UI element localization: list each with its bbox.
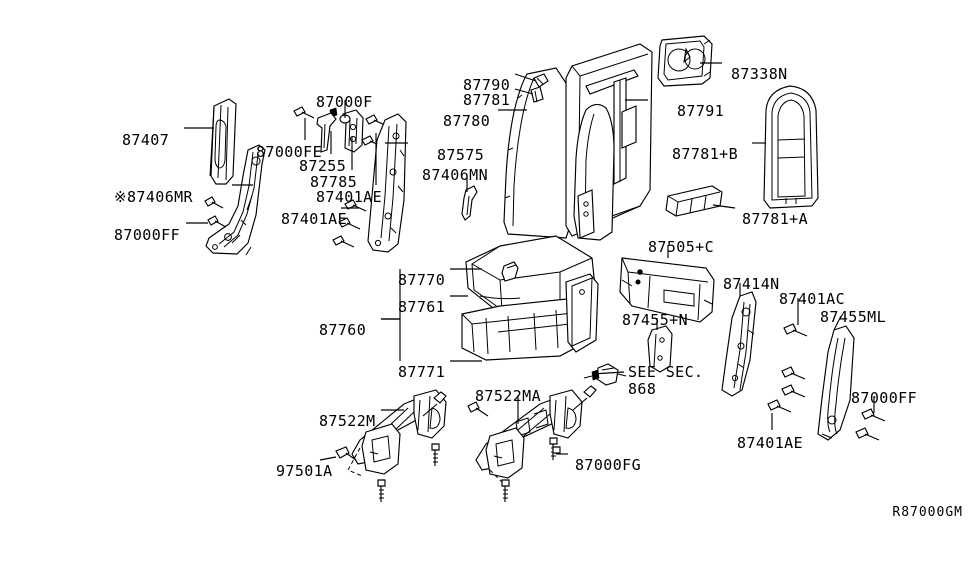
bolt-group-87401AC bbox=[767, 323, 808, 413]
label-see-sec: SEE SEC. bbox=[628, 363, 704, 381]
screw-87000FG bbox=[552, 446, 561, 454]
part-label-87000FG: 87000FG bbox=[575, 456, 642, 474]
part-label-87780: 87780 bbox=[443, 112, 491, 130]
part-87505C-side-cover bbox=[619, 257, 715, 323]
leader-line-87790 bbox=[514, 73, 537, 82]
part-label-87455ML: 87455ML bbox=[820, 308, 887, 326]
part-label-87401AC: 87401AC bbox=[779, 290, 846, 308]
part-label-87522MA: 87522MA bbox=[475, 387, 542, 405]
leader-bracket-87760 bbox=[381, 269, 401, 361]
part-label-87000FF-R: 87000FF bbox=[851, 389, 918, 407]
part-label-87791: 87791 bbox=[677, 102, 725, 120]
clip-87790 bbox=[533, 73, 549, 88]
part-87407-side-trim bbox=[209, 98, 237, 185]
part-87575-frame-side bbox=[367, 113, 407, 253]
part-87781A-pad-block bbox=[665, 185, 723, 217]
part-label-87505+C: 87505+C bbox=[648, 238, 715, 256]
part-87522MA-leg-right bbox=[467, 385, 597, 502]
clip-87781 bbox=[530, 86, 544, 103]
bolt-group-87000FF-right bbox=[855, 408, 886, 441]
part-87455ML-side-finisher bbox=[817, 325, 855, 441]
leader-line-87455ML bbox=[833, 315, 842, 331]
clip-87770 bbox=[501, 261, 519, 282]
part-87760-cushion-assembly bbox=[461, 235, 599, 361]
leader-lines bbox=[184, 62, 875, 461]
part-label-87501A: 97501A bbox=[276, 462, 333, 480]
part-label-87401AE-3: 87401AE bbox=[737, 434, 804, 452]
part-87255-hook bbox=[316, 112, 337, 153]
part-label-87781+A: 87781+A bbox=[742, 210, 809, 228]
part-label-87406MN: 87406MN bbox=[422, 166, 489, 184]
part-87455N-pad bbox=[647, 325, 673, 373]
part-label-87790: 87790 bbox=[463, 76, 511, 94]
part-87522M-leg-left bbox=[335, 389, 447, 502]
part-label-87575: 87575 bbox=[437, 146, 485, 164]
diagram-id-code: R87000GM bbox=[892, 505, 963, 520]
part-label-87414N: 87414N bbox=[723, 275, 780, 293]
part-label-87455+N: 87455+N bbox=[622, 311, 689, 329]
part-label-87781: 87781 bbox=[463, 91, 511, 109]
part-label-87770: 87770 bbox=[398, 271, 446, 289]
part-label-87000FF-L: 87000FF bbox=[114, 226, 181, 244]
part-label-87760: 87760 bbox=[319, 321, 367, 339]
part-87406MR-recliner bbox=[205, 144, 266, 256]
part-label-87406MR: ※87406MR bbox=[114, 188, 193, 206]
part-label-87000FE: 87000FE bbox=[256, 143, 323, 161]
part-87338N-headrest-guide bbox=[657, 35, 713, 87]
part-97501A-cap bbox=[335, 446, 357, 461]
part-label-87000F: 87000F bbox=[316, 93, 373, 111]
leader-line-87781 bbox=[514, 88, 534, 95]
part-label-87401AE-2: 87401AE bbox=[281, 210, 348, 228]
leader-line-87501A bbox=[319, 456, 337, 461]
part-label-87522M: 87522M bbox=[319, 412, 376, 430]
part-label-87255: 87255 bbox=[299, 157, 347, 175]
part-seatback-side-bolster bbox=[573, 103, 615, 241]
leader-line-87781+A bbox=[712, 204, 736, 209]
label-see-sec-number: 868 bbox=[628, 380, 657, 398]
part-87414N-side-bracket bbox=[721, 291, 757, 397]
part-label-87407: 87407 bbox=[122, 131, 170, 149]
part-87781B-trim-frame bbox=[763, 85, 819, 209]
part-label-87785: 87785 bbox=[310, 173, 358, 191]
bolt-group-left bbox=[204, 196, 227, 228]
part-label-87401AE-1: 87401AE bbox=[316, 188, 383, 206]
leader-line-see-sec bbox=[591, 371, 625, 375]
fastener-group-center-upper bbox=[293, 106, 388, 248]
part-label-87771: 87771 bbox=[398, 363, 446, 381]
clip-see-sec bbox=[583, 363, 627, 386]
part-87406MN-hook bbox=[461, 185, 478, 221]
part-label-87761: 87761 bbox=[398, 298, 446, 316]
part-label-87781+B: 87781+B bbox=[672, 145, 739, 163]
part-label-87338N: 87338N bbox=[731, 65, 788, 83]
